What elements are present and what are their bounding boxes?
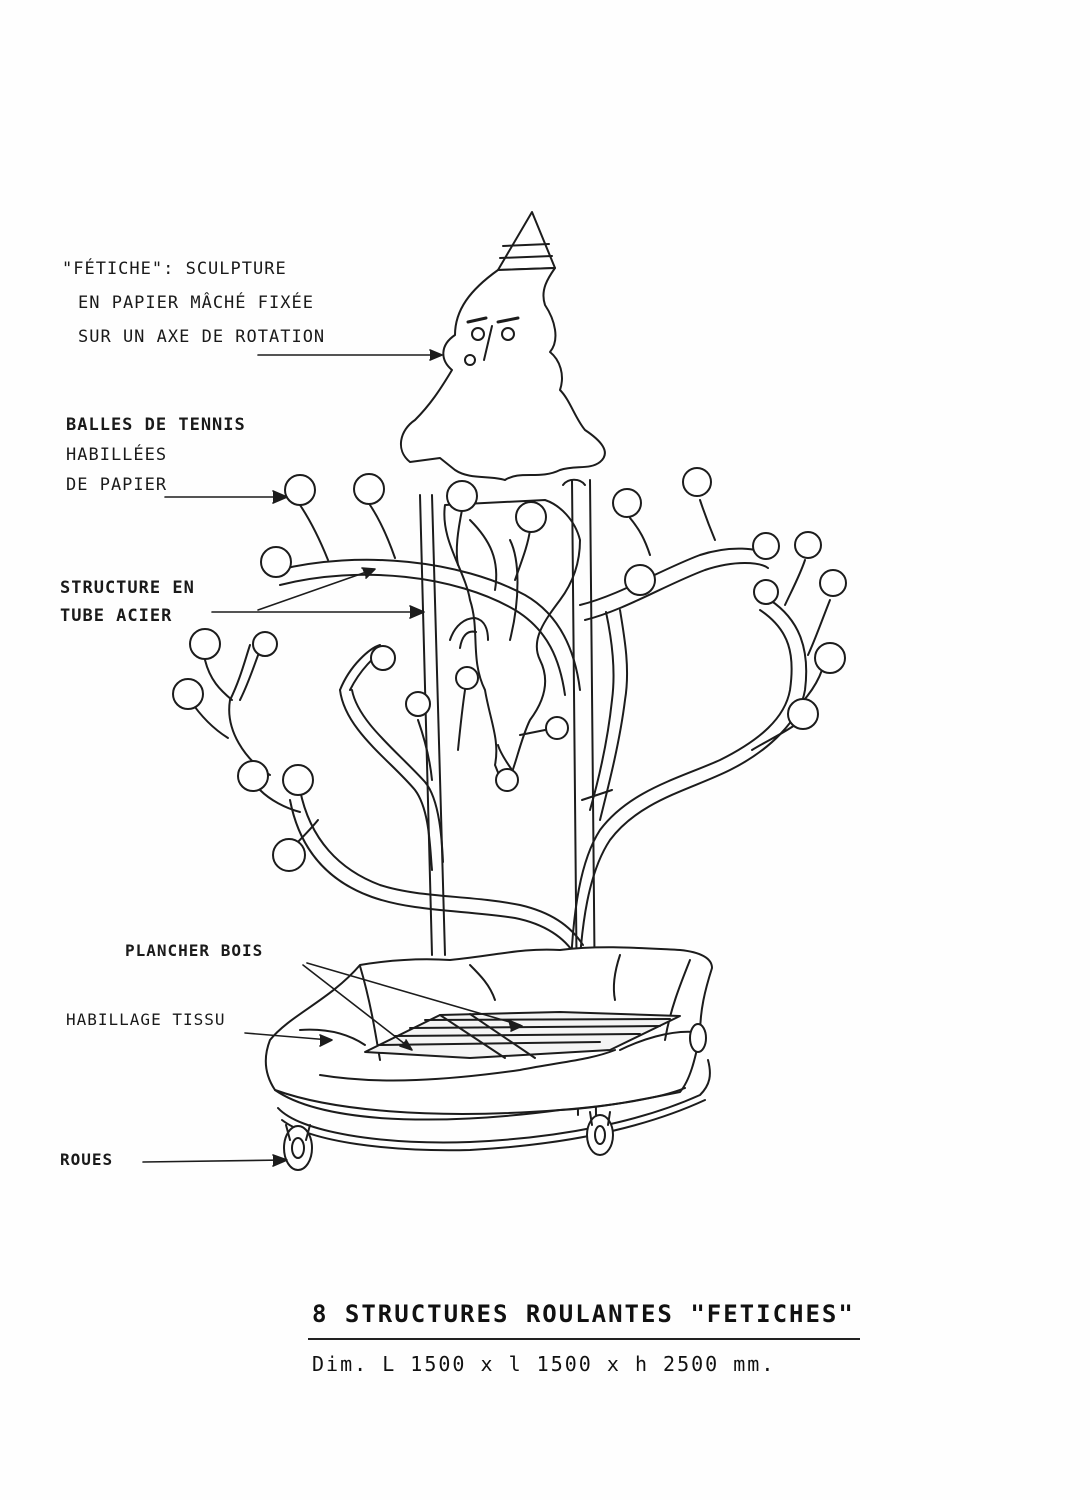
label-fetiche: "FÉTICHE": SCULPTURE EN PAPIER MÂCHÉ FIX… xyxy=(62,252,325,354)
fabric-basin xyxy=(264,946,713,1152)
label-balles-line-3: DE PAPIER xyxy=(66,475,168,495)
tennis-balls xyxy=(172,467,847,872)
label-fetiche-line-2: EN PAPIER MÂCHÉ FIXÉE xyxy=(78,293,314,313)
caption-underline xyxy=(308,1338,860,1340)
label-habillage: HABILLAGE TISSU xyxy=(66,1010,226,1029)
label-roues: ROUES xyxy=(60,1150,114,1169)
label-structure-line-1: STRUCTURE EN xyxy=(60,578,195,598)
label-fetiche-line-1: "FÉTICHE": SCULPTURE xyxy=(62,259,287,279)
label-balles-line-1: BALLES DE TENNIS xyxy=(66,415,246,435)
leader-lines xyxy=(142,349,523,1167)
steel-tube-branches xyxy=(228,547,808,1001)
label-balles: BALLES DE TENNIS HABILLÉES DE PAPIER xyxy=(66,410,246,500)
caption-title: 8 STRUCTURES ROULANTES "FETICHES" xyxy=(312,1300,855,1328)
fetiche-sculpture xyxy=(400,211,606,791)
label-plancher: PLANCHER BOIS xyxy=(125,941,264,960)
label-fetiche-line-3: SUR UN AXE DE ROTATION xyxy=(78,327,326,347)
wheels xyxy=(283,1023,707,1171)
caption-dimensions: Dim. L 1500 x l 1500 x h 2500 mm. xyxy=(312,1352,776,1376)
label-structure-line-2: TUBE ACIER xyxy=(60,606,173,626)
label-balles-line-2: HABILLÉES xyxy=(66,445,168,465)
label-structure: STRUCTURE EN TUBE ACIER xyxy=(60,574,195,630)
